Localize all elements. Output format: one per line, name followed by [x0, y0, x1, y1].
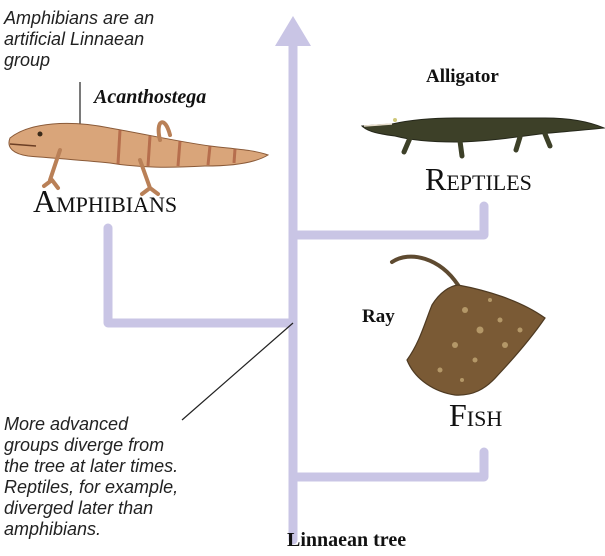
- fish-group-label: Fish: [449, 398, 502, 432]
- note-line: the tree at later times.: [4, 456, 178, 477]
- artificial-group-note: Amphibians are an artificial Linnaean gr…: [4, 8, 154, 71]
- note-line: More advanced: [4, 414, 178, 435]
- fish-branch: [293, 452, 484, 477]
- diagram-caption: Linnaean tree: [287, 529, 406, 552]
- note-line: group: [4, 50, 154, 71]
- note-line: Amphibians are an: [4, 8, 154, 29]
- divergence-note: More advanced groups diverge from the tr…: [4, 414, 178, 540]
- reptiles-initial: R: [425, 161, 446, 197]
- amphibians-initial: A: [33, 183, 56, 219]
- divergence-leader-line: [182, 323, 293, 420]
- fish-rest: ish: [467, 397, 502, 433]
- alligator-illustration: [362, 118, 604, 156]
- amphibian-branch: [108, 228, 293, 323]
- note-line: artificial Linnaean: [4, 29, 154, 50]
- alligator-label: Alligator: [426, 66, 499, 88]
- note-line: groups diverge from: [4, 435, 178, 456]
- ray-illustration: [392, 257, 545, 396]
- note-line: Reptiles, for example,: [4, 477, 178, 498]
- ray-label: Ray: [362, 306, 395, 328]
- reptile-branch: [293, 206, 484, 235]
- amphibians-group-label: Amphibians: [33, 184, 177, 218]
- note-line: amphibians.: [4, 519, 178, 540]
- trunk-arrowhead: [275, 16, 311, 46]
- reptiles-group-label: Reptiles: [425, 162, 532, 196]
- acanthostega-label: Acanthostega: [94, 86, 206, 109]
- fish-initial: F: [449, 397, 467, 433]
- note-line: diverged later than: [4, 498, 178, 519]
- reptiles-rest: eptiles: [446, 161, 532, 197]
- amphibians-rest: mphibians: [56, 183, 177, 219]
